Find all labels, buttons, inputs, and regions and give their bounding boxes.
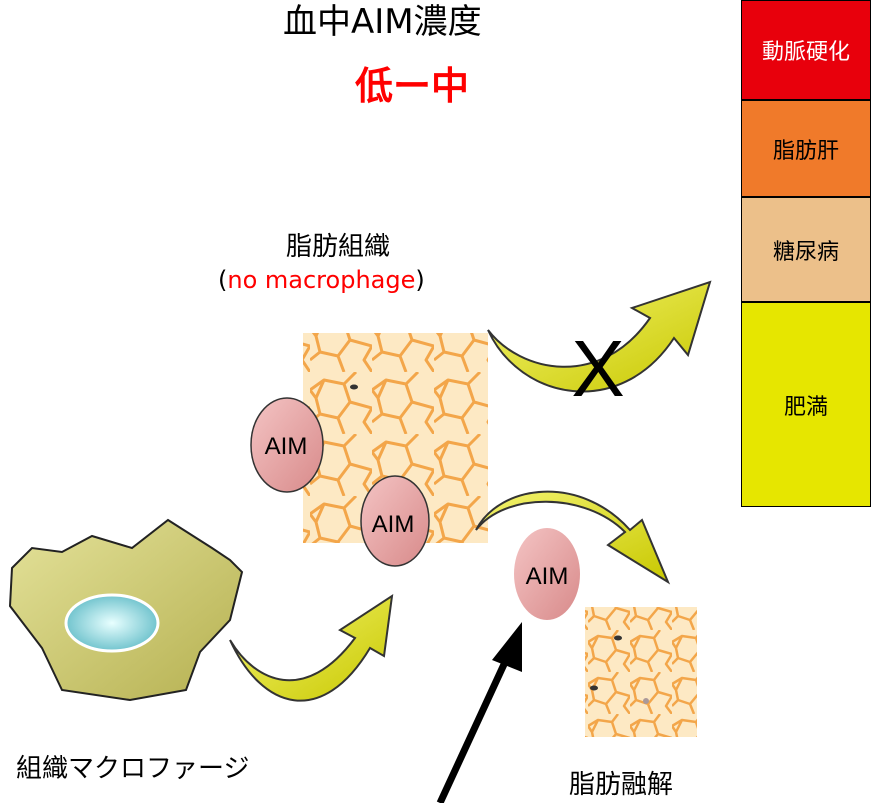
- no-macrophage-text: no macrophage: [227, 266, 415, 294]
- disease-fatty-liver: 脂肪肝: [741, 100, 871, 197]
- blocked-x-mark: X: [571, 324, 624, 413]
- macrophage-label: 組織マクロファージ: [16, 748, 249, 785]
- lipolysis-tissue-image: [585, 607, 697, 737]
- arrow-macrophage-to-tissue: [230, 596, 392, 701]
- input-arrow-head: [492, 622, 522, 672]
- no-macrophage-note: (no macrophage): [218, 266, 425, 294]
- input-arrow-shaft: [440, 660, 506, 803]
- macrophage-nucleus: [66, 595, 158, 651]
- lipid-droplet: [590, 686, 598, 691]
- lipid-droplet: [614, 636, 622, 641]
- aim-label-1: AIM: [265, 433, 308, 460]
- disease-stack: 動脈硬化 脂肪肝 糖尿病 肥満: [741, 0, 876, 507]
- adipose-tissue-label: 脂肪組織: [286, 226, 390, 263]
- paren-open: (: [218, 266, 227, 294]
- lipolysis-label: 脂肪融解: [569, 764, 673, 801]
- aim-label-2: AIM: [372, 511, 415, 538]
- disease-obesity: 肥満: [741, 302, 871, 507]
- disease-diabetes: 糖尿病: [741, 197, 871, 302]
- paren-close: ): [415, 266, 424, 294]
- lipid-droplet: [350, 385, 358, 390]
- aim-label-3: AIM: [526, 563, 569, 590]
- disease-atherosclerosis: 動脈硬化: [741, 0, 871, 100]
- lipid-droplet: [643, 698, 649, 704]
